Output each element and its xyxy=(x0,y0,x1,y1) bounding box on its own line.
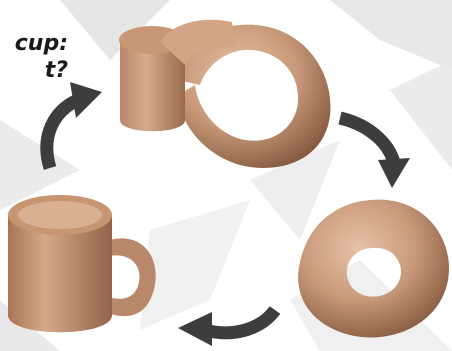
arrow-bottom-head xyxy=(178,312,212,346)
background-shard xyxy=(330,0,452,70)
arrow-top-left-head xyxy=(70,82,102,118)
arrow-right-head xyxy=(378,158,410,188)
caption-line-1: cup: xyxy=(0,30,68,57)
arrow-bottom-shaft xyxy=(205,310,275,333)
arrow-top-left-shaft xyxy=(47,100,78,168)
coffee-mug xyxy=(8,195,156,332)
torus-body xyxy=(298,200,449,338)
caption-text: cup: t? xyxy=(0,30,68,84)
mug-top xyxy=(18,201,102,229)
background-shard xyxy=(140,200,250,330)
cylinder-with-torus xyxy=(119,20,330,168)
background-shard xyxy=(390,60,452,170)
caption-line-2: t? xyxy=(0,57,68,84)
torus xyxy=(298,200,449,338)
